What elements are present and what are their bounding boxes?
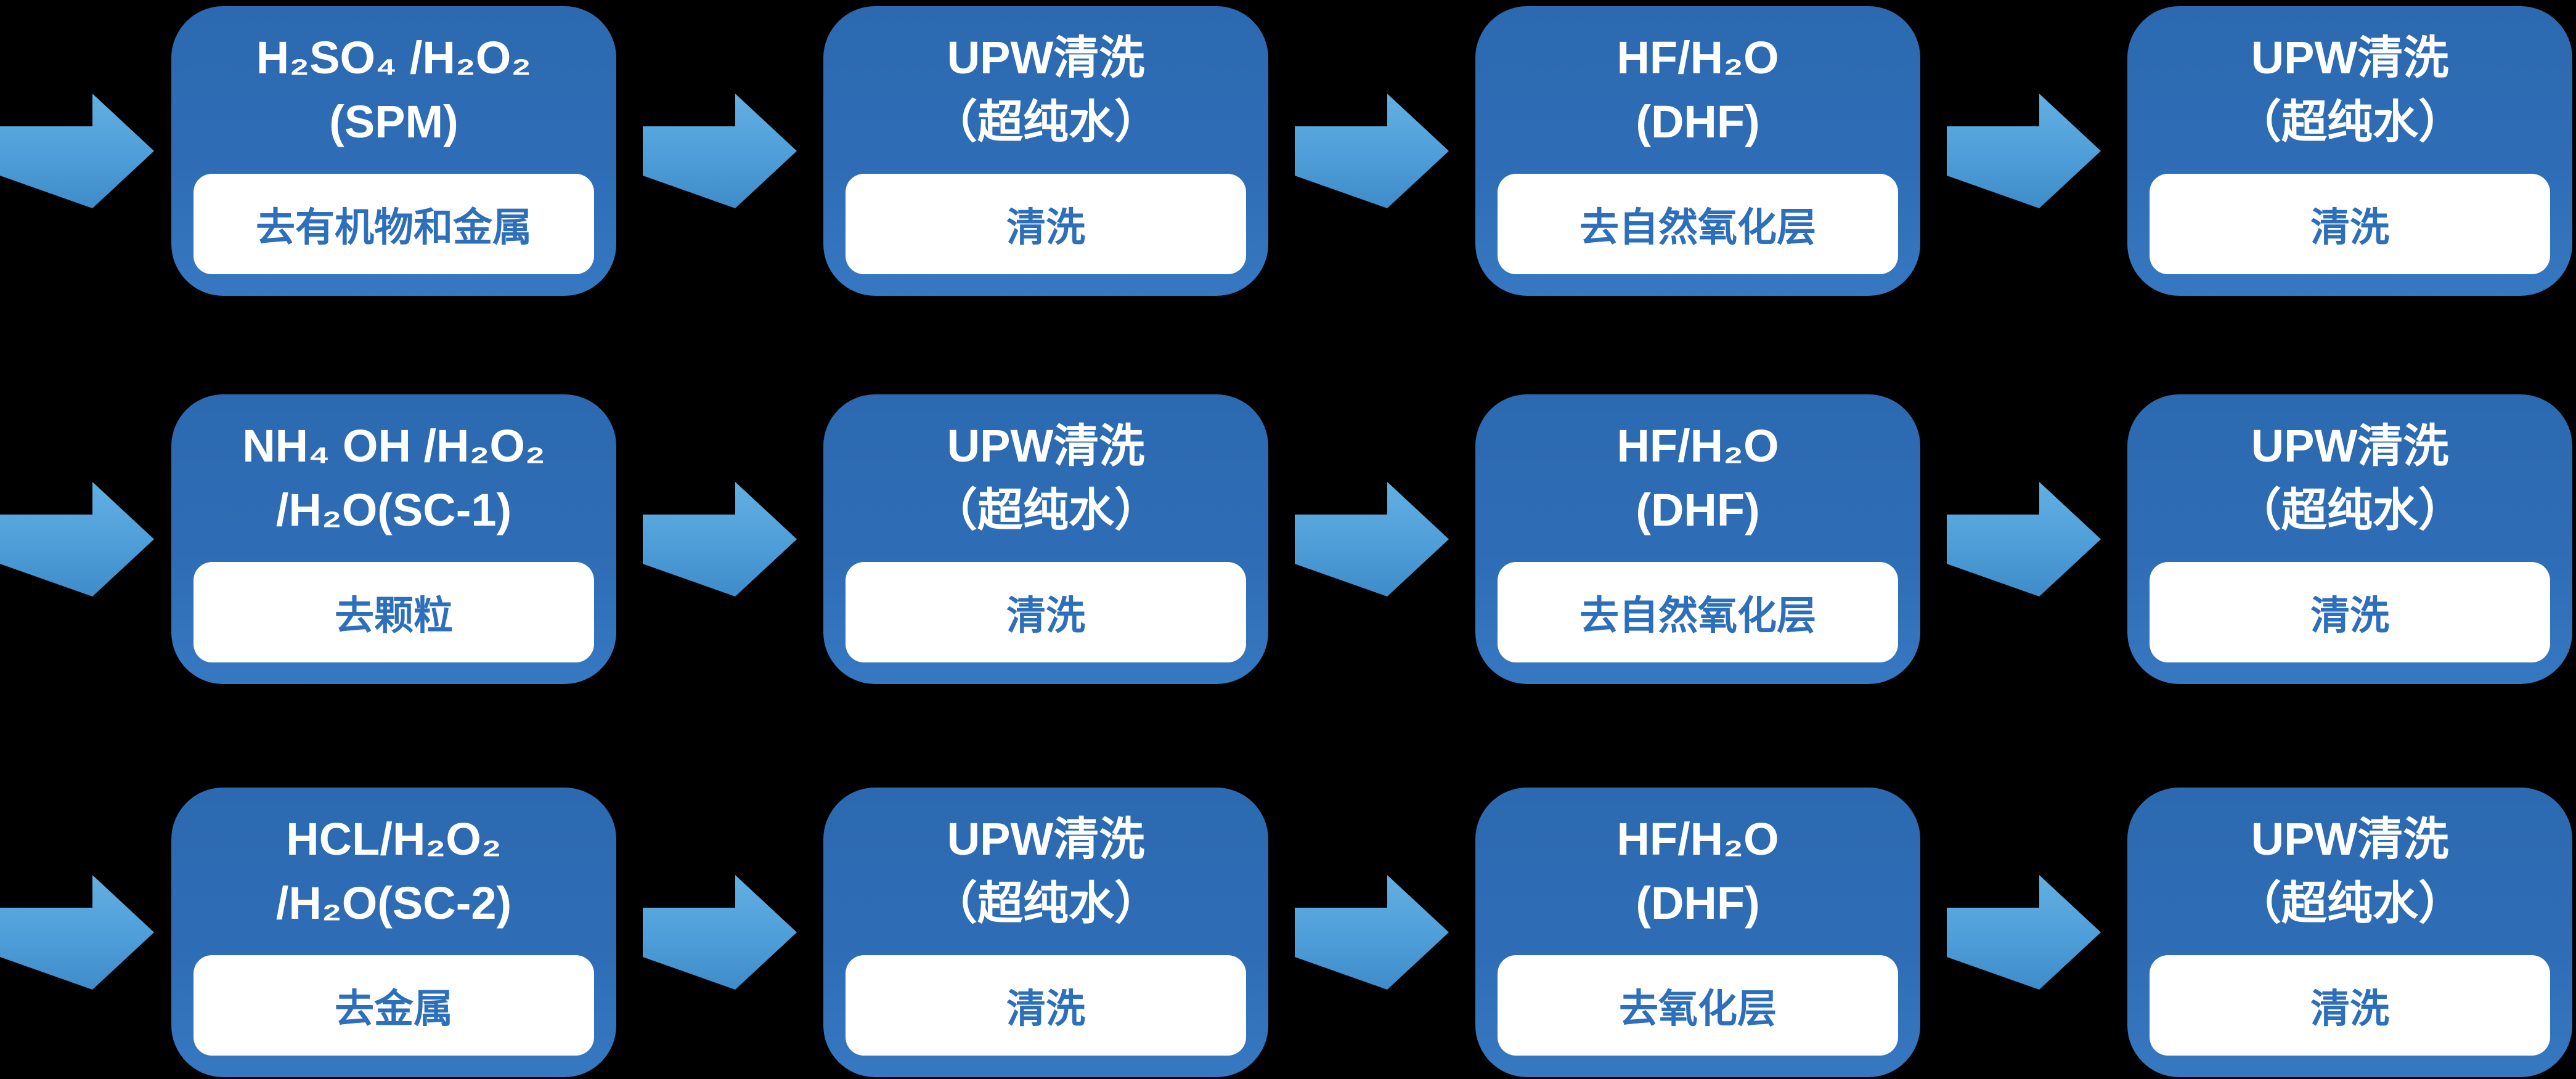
step-title: UPW清洗 （超纯水）: [823, 6, 1268, 174]
step-title-line1: HF/H₂O: [1616, 813, 1779, 865]
step-function-label: 去自然氧化层: [1579, 593, 1816, 638]
step-title-line1: HF/H₂O: [1616, 32, 1779, 83]
step-title-line1: H₂SO₄ /H₂O₂: [256, 32, 532, 83]
step-title: UPW清洗 （超纯水）: [2127, 788, 2572, 955]
step-function-label: 清洗: [1006, 986, 1085, 1031]
process-step: H₂SO₄ /H₂O₂ (SPM) 去有机物和金属: [171, 6, 616, 296]
step-function-panel: 清洗: [846, 562, 1246, 662]
flow-arrow-icon: [1295, 482, 1449, 597]
step-function-panel: 去有机物和金属: [194, 174, 594, 274]
step-function-label: 去自然氧化层: [1579, 205, 1816, 250]
step-function-label: 去颗粒: [335, 593, 453, 638]
step-title: H₂SO₄ /H₂O₂ (SPM): [171, 6, 616, 174]
step-function-panel: 去氧化层: [1498, 955, 1898, 1056]
flow-arrow-icon: [643, 875, 797, 990]
process-step: UPW清洗 （超纯水） 清洗: [823, 394, 1268, 684]
step-function-panel: 清洗: [846, 174, 1246, 274]
flow-arrow-icon: [0, 94, 154, 208]
step-function-label: 清洗: [1006, 593, 1085, 638]
step-function-label: 清洗: [2310, 205, 2389, 250]
step-function-panel: 去颗粒: [194, 562, 594, 662]
step-function-label: 去金属: [335, 986, 453, 1031]
step-title: HF/H₂O (DHF): [1475, 6, 1920, 174]
step-title-line2: （超纯水）: [2236, 484, 2464, 535]
process-step: HF/H₂O (DHF) 去氧化层: [1475, 788, 1920, 1077]
step-title-line2: /H₂O(SC-2): [275, 877, 512, 929]
step-function-label: 清洗: [2310, 986, 2389, 1031]
step-title-line1: UPW清洗: [2251, 420, 2449, 471]
step-title-line1: HF/H₂O: [1616, 420, 1779, 471]
step-function-label: 去有机物和金属: [256, 205, 532, 250]
process-row-2: NH₄ OH /H₂O₂ /H₂O(SC-1) 去颗粒 UPW清洗 （超纯水） …: [0, 394, 2576, 684]
flow-arrow-icon: [1295, 94, 1449, 208]
process-step: HCL/H₂O₂ /H₂O(SC-2) 去金属: [171, 788, 616, 1077]
process-step: NH₄ OH /H₂O₂ /H₂O(SC-1) 去颗粒: [171, 394, 616, 684]
step-function-panel: 清洗: [2150, 955, 2550, 1056]
flow-arrow-icon: [0, 482, 154, 597]
step-title: UPW清洗 （超纯水）: [823, 394, 1268, 562]
step-title-line1: UPW清洗: [947, 420, 1145, 471]
step-function-panel: 去自然氧化层: [1498, 562, 1898, 662]
step-function-label: 清洗: [2310, 593, 2389, 638]
flow-arrow-icon: [1295, 875, 1449, 990]
process-step: UPW清洗 （超纯水） 清洗: [823, 6, 1268, 296]
step-function-panel: 去自然氧化层: [1498, 174, 1898, 274]
flow-arrow-icon: [1947, 875, 2101, 990]
step-title-line2: （超纯水）: [932, 96, 1160, 147]
step-title-line1: UPW清洗: [947, 813, 1145, 865]
step-function-panel: 清洗: [846, 955, 1246, 1056]
step-title: HF/H₂O (DHF): [1475, 788, 1920, 955]
step-title-line1: UPW清洗: [2251, 813, 2449, 865]
step-title-line2: （超纯水）: [932, 484, 1160, 535]
step-title-line2: （超纯水）: [2236, 96, 2464, 147]
step-title-line1: UPW清洗: [2251, 32, 2449, 83]
process-step: UPW清洗 （超纯水） 清洗: [2127, 788, 2572, 1077]
step-title: UPW清洗 （超纯水）: [823, 788, 1268, 955]
process-row-1: H₂SO₄ /H₂O₂ (SPM) 去有机物和金属 UPW清洗 （超纯水） 清洗…: [0, 6, 2576, 296]
process-step: UPW清洗 （超纯水） 清洗: [2127, 6, 2572, 296]
process-step: HF/H₂O (DHF) 去自然氧化层: [1475, 394, 1920, 684]
step-title-line2: （超纯水）: [2236, 877, 2464, 929]
flow-arrow-icon: [1947, 482, 2101, 597]
flow-arrow-icon: [643, 94, 797, 208]
step-title-line2: (DHF): [1636, 96, 1760, 147]
step-title: UPW清洗 （超纯水）: [2127, 6, 2572, 174]
step-function-panel: 清洗: [2150, 562, 2550, 662]
flow-arrow-icon: [0, 875, 154, 990]
step-title: NH₄ OH /H₂O₂ /H₂O(SC-1): [171, 394, 616, 562]
step-title-line2: (DHF): [1636, 484, 1760, 535]
step-function-panel: 去金属: [194, 955, 594, 1056]
step-title-line2: /H₂O(SC-1): [275, 484, 512, 535]
process-row-3: HCL/H₂O₂ /H₂O(SC-2) 去金属 UPW清洗 （超纯水） 清洗 H…: [0, 788, 2576, 1077]
flow-arrow-icon: [1947, 94, 2101, 208]
step-title-line2: (SPM): [329, 96, 459, 147]
process-step: UPW清洗 （超纯水） 清洗: [823, 788, 1268, 1077]
step-title: HF/H₂O (DHF): [1475, 394, 1920, 562]
flow-arrow-icon: [643, 482, 797, 597]
step-title-line2: （超纯水）: [932, 877, 1160, 929]
step-function-panel: 清洗: [2150, 174, 2550, 274]
step-title-line1: HCL/H₂O₂: [286, 813, 502, 865]
process-step: HF/H₂O (DHF) 去自然氧化层: [1475, 6, 1920, 296]
process-step: UPW清洗 （超纯水） 清洗: [2127, 394, 2572, 684]
step-function-label: 去氧化层: [1619, 986, 1777, 1031]
step-title: HCL/H₂O₂ /H₂O(SC-2): [171, 788, 616, 955]
step-function-label: 清洗: [1006, 205, 1085, 250]
step-title: UPW清洗 （超纯水）: [2127, 394, 2572, 562]
step-title-line2: (DHF): [1636, 877, 1760, 929]
step-title-line1: UPW清洗: [947, 32, 1145, 83]
step-title-line1: NH₄ OH /H₂O₂: [242, 420, 545, 471]
